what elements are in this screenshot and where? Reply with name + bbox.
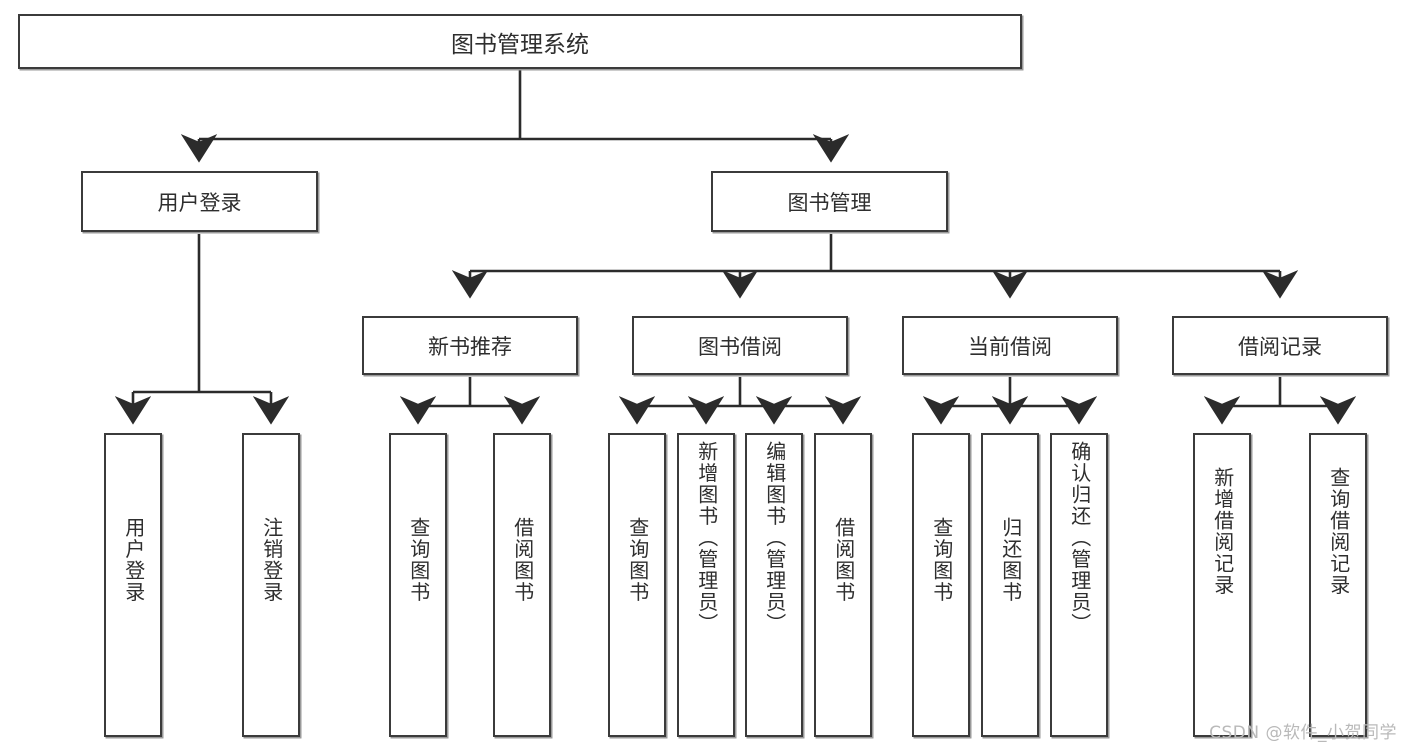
node-label: 当前借阅: [968, 334, 1052, 359]
leaf-borrow-book[interactable]: 借阅图书: [814, 433, 872, 737]
node-current-borrow[interactable]: 当前借阅: [902, 316, 1118, 375]
node-label: 注销登录: [259, 517, 284, 603]
leaf-user-logout[interactable]: 注销登录: [242, 433, 300, 737]
node-label: 查询图书: [929, 517, 954, 603]
leaf-query-book-recommend[interactable]: 查询图书: [389, 433, 447, 737]
leaf-user-login[interactable]: 用户登录: [104, 433, 162, 737]
node-label: 归还图书: [998, 517, 1023, 603]
node-new-book-recommend[interactable]: 新书推荐: [362, 316, 578, 375]
leaf-confirm-return-admin[interactable]: 确认归还（管理员）: [1050, 433, 1108, 737]
leaf-query-borrow-record[interactable]: 查询借阅记录: [1309, 433, 1367, 737]
node-label: 图书借阅: [698, 334, 782, 359]
node-label: 图书管理系统: [451, 31, 589, 58]
leaf-add-borrow-record[interactable]: 新增借阅记录: [1193, 433, 1251, 737]
node-user-login[interactable]: 用户登录: [81, 171, 318, 232]
node-label: 新书推荐: [428, 334, 512, 359]
node-label: 编辑图书（管理员）: [762, 441, 787, 635]
node-borrow-records[interactable]: 借阅记录: [1172, 316, 1388, 375]
leaf-return-book[interactable]: 归还图书: [981, 433, 1039, 737]
node-label: 用户登录: [121, 517, 146, 603]
node-label: 用户登录: [157, 190, 242, 215]
leaf-borrow-book-recommend[interactable]: 借阅图书: [493, 433, 551, 737]
node-label: 查询借阅记录: [1326, 467, 1351, 596]
node-label: 查询图书: [406, 517, 431, 603]
leaf-edit-book-admin[interactable]: 编辑图书（管理员）: [745, 433, 803, 737]
node-label: 借阅图书: [510, 517, 535, 603]
node-label: 新增图书（管理员）: [694, 441, 719, 635]
node-label: 借阅记录: [1238, 334, 1322, 359]
node-label: 确认归还（管理员）: [1067, 441, 1092, 635]
node-label: 借阅图书: [831, 517, 856, 603]
node-label: 新增借阅记录: [1210, 467, 1235, 596]
leaf-query-book-borrow[interactable]: 查询图书: [608, 433, 666, 737]
node-book-management[interactable]: 图书管理: [711, 171, 948, 232]
node-label: 图书管理: [787, 190, 872, 215]
node-label: 查询图书: [625, 517, 650, 603]
leaf-add-book-admin[interactable]: 新增图书（管理员）: [677, 433, 735, 737]
leaf-query-book-current[interactable]: 查询图书: [912, 433, 970, 737]
node-book-borrow[interactable]: 图书借阅: [632, 316, 848, 375]
node-root-system[interactable]: 图书管理系统: [18, 14, 1022, 69]
watermark: CSDN @软件_小贺同学: [1209, 723, 1397, 743]
